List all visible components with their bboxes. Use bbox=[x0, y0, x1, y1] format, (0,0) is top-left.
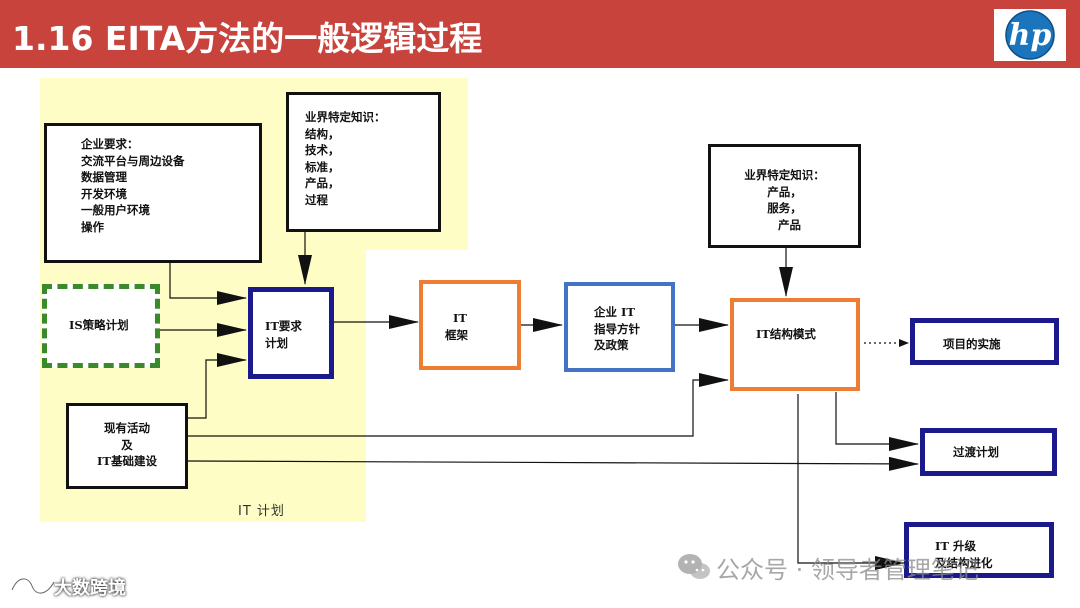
it-framework-box: IT 框架 bbox=[419, 280, 521, 370]
it-requirements-line: IT要求 bbox=[265, 319, 302, 333]
industry-knowledge-item: 标准， bbox=[305, 159, 340, 174]
is-strategy-box: IS策略计划 bbox=[42, 284, 160, 368]
it-upgrade-line: IT 升级 bbox=[935, 539, 976, 553]
industry-knowledge-2-item: 产品 bbox=[778, 217, 801, 232]
is-strategy-label: IS策略计划 bbox=[69, 318, 129, 332]
slide-title: 1.16 EITA方法的一般逻辑过程 bbox=[12, 19, 483, 58]
it-guidance-line: 及政策 bbox=[594, 338, 629, 352]
it-planning-zone-label: IT 计划 bbox=[238, 504, 285, 519]
watermark-brand: 大数跨境 bbox=[54, 578, 126, 599]
it-framework-line: 框架 bbox=[445, 327, 468, 342]
enterprise-requirements-box: 企业要求： 交流平台与周边设备 数据管理 开发环境 一般用户环境 操作 bbox=[44, 123, 262, 263]
project-implementation-label: 项目的实施 bbox=[943, 337, 1001, 351]
industry-knowledge-item: 过程 bbox=[305, 192, 328, 207]
hp-logo: hp bbox=[994, 9, 1066, 61]
it-architecture-box: IT结构模式 bbox=[730, 298, 860, 391]
enterprise-requirements-item: 交流平台与周边设备 bbox=[81, 153, 185, 168]
industry-knowledge-title: 业界特定知识： bbox=[305, 110, 386, 124]
enterprise-requirements-item: 操作 bbox=[81, 219, 104, 234]
it-guidance-box: 企业 IT 指导方针 及政策 bbox=[564, 282, 675, 372]
project-implementation-box: 项目的实施 bbox=[910, 318, 1059, 365]
it-requirements-line: 计划 bbox=[265, 335, 288, 350]
transition-plan-label: 过渡计划 bbox=[953, 445, 999, 459]
enterprise-requirements-title: 企业要求： bbox=[81, 137, 139, 151]
brand-watermark-icon bbox=[8, 574, 58, 598]
enterprise-requirements-item: 开发环境 bbox=[81, 186, 127, 201]
it-requirements-box: IT要求 计划 bbox=[248, 287, 334, 379]
enterprise-requirements-item: 一般用户环境 bbox=[81, 203, 150, 217]
current-activities-box: 现有活动 及 IT基础建设 bbox=[66, 403, 188, 489]
industry-knowledge-box-1: 业界特定知识： 结构， 技术， 标准， 产品， 过程 bbox=[286, 92, 441, 232]
arrow-enterprise-to-requirements bbox=[169, 262, 247, 305]
it-upgrade-box: IT 升级 及结构进化 bbox=[904, 522, 1054, 578]
it-guidance-line: 指导方针 bbox=[594, 321, 640, 336]
watermark-account: 公众号 · 领导者管理笔记 bbox=[716, 556, 979, 584]
it-upgrade-line: 及结构进化 bbox=[935, 555, 993, 570]
industry-knowledge-box-2: 业界特定知识： 产品， 服务， 产品 bbox=[708, 144, 861, 248]
title-bar bbox=[0, 0, 1080, 68]
current-activities-line: IT基础建设 bbox=[97, 454, 157, 468]
current-activities-line: 及 bbox=[121, 437, 133, 452]
wechat-icon bbox=[677, 552, 711, 582]
enterprise-requirements-item: 数据管理 bbox=[81, 170, 127, 184]
industry-knowledge-2-item: 产品， bbox=[767, 184, 802, 199]
transition-plan-box: 过渡计划 bbox=[920, 428, 1057, 476]
current-activities-line: 现有活动 bbox=[104, 421, 150, 435]
arrow-architecture-to-upgrade bbox=[797, 394, 905, 570]
industry-knowledge-2-title: 业界特定知识： bbox=[744, 168, 825, 182]
arrow-activities-to-architecture bbox=[188, 373, 729, 437]
logo-text: hp bbox=[1009, 18, 1052, 53]
it-guidance-line: 企业 IT bbox=[594, 305, 635, 319]
arrow-activities-to-requirements bbox=[188, 353, 247, 419]
it-framework-line: IT bbox=[453, 311, 467, 325]
industry-knowledge-item: 产品， bbox=[305, 176, 340, 190]
industry-knowledge-2-item: 服务， bbox=[767, 201, 802, 215]
it-architecture-label: IT结构模式 bbox=[756, 327, 816, 341]
arrow-architecture-to-transition bbox=[835, 392, 919, 451]
industry-knowledge-item: 结构， bbox=[305, 126, 340, 141]
arrow-activities-to-transition bbox=[187, 456, 919, 471]
industry-knowledge-item: 技术， bbox=[305, 143, 340, 157]
